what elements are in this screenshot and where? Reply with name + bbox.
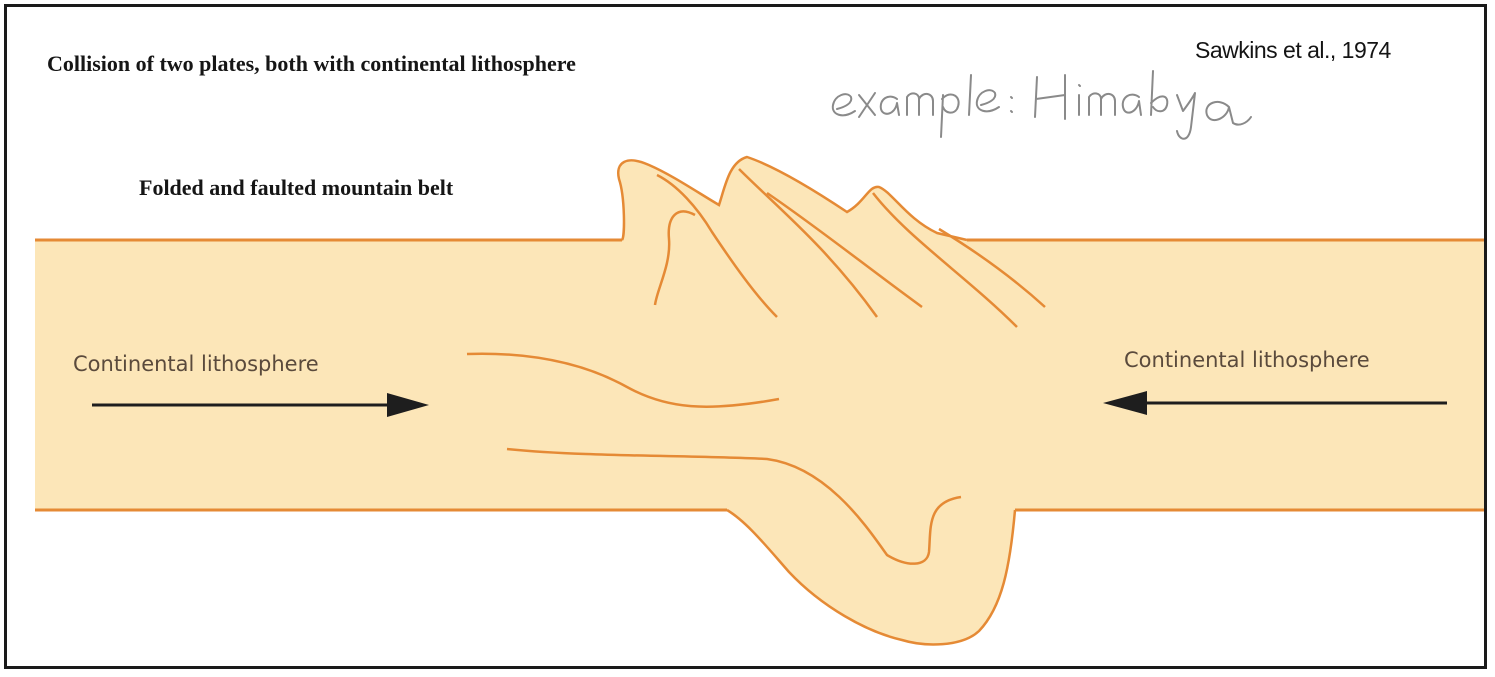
left-plate-label: Continental lithosphere: [73, 352, 319, 376]
lithosphere-body: [35, 157, 1484, 644]
handwritten-note: [833, 71, 1251, 139]
collision-diagram: [7, 7, 1484, 666]
figure-title: Collision of two plates, both with conti…: [47, 51, 576, 77]
citation: Sawkins et al., 1974: [1195, 37, 1391, 64]
figure-frame: Collision of two plates, both with conti…: [4, 4, 1487, 669]
mountain-belt-label: Folded and faulted mountain belt: [139, 175, 453, 201]
right-plate-label: Continental lithosphere: [1124, 348, 1370, 372]
